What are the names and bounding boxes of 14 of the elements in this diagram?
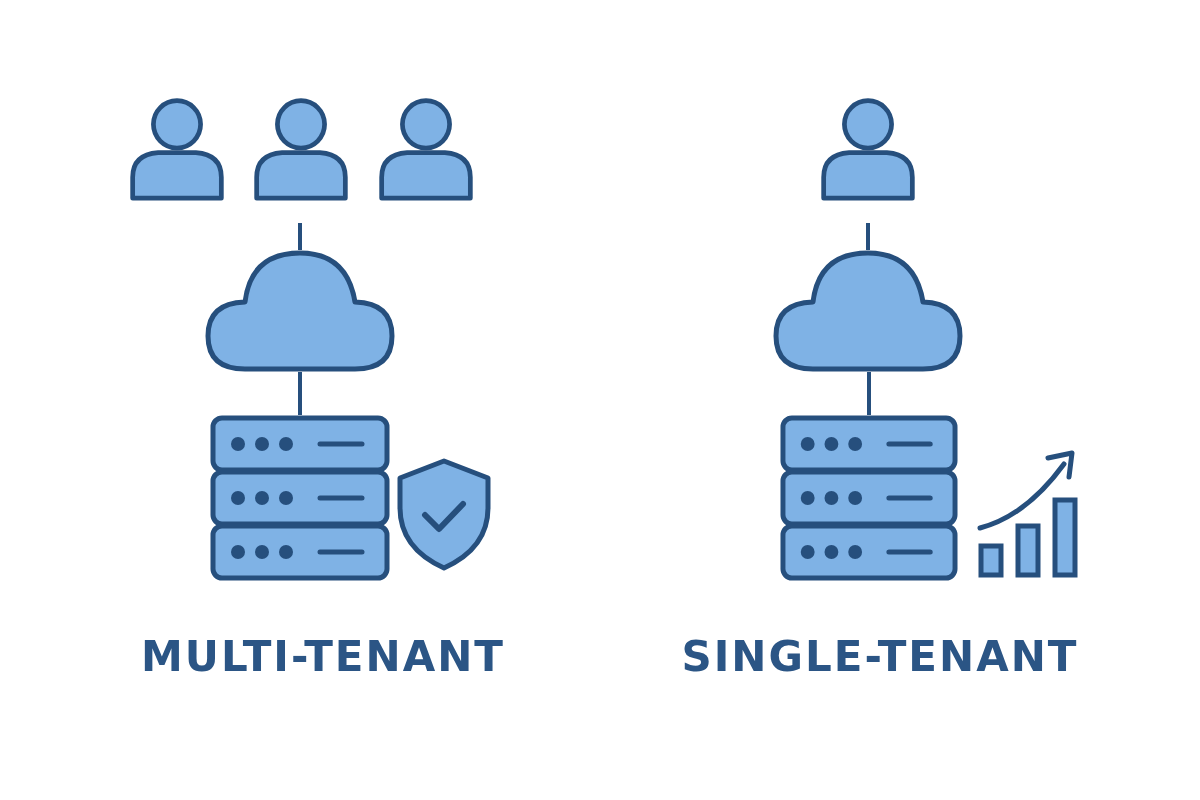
person-icon [818, 95, 918, 201]
person-icon [376, 95, 476, 201]
panel-heading: SINGLE-TENANT [681, 632, 1079, 681]
person-icon [127, 95, 227, 201]
connector-line [298, 372, 302, 415]
cloud-icon [773, 250, 963, 372]
connector-line [867, 372, 871, 415]
connector-line [866, 223, 870, 250]
server-rack-icon [210, 415, 390, 581]
panel-heading: MULTI-TENANT [141, 632, 505, 681]
connector-line [298, 223, 302, 250]
cloud-icon [205, 250, 395, 372]
person-icon [251, 95, 351, 201]
server-rack-icon [780, 415, 958, 581]
